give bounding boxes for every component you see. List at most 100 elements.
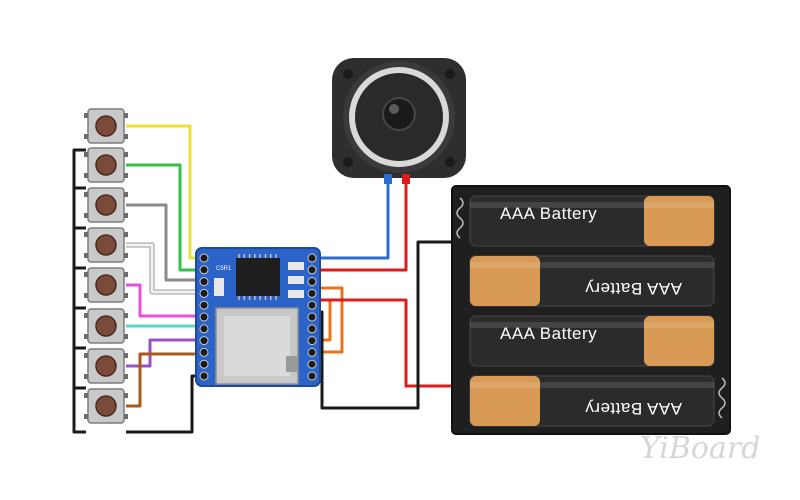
push-button-leg [124,173,128,178]
module-label: C5R1 [216,266,232,272]
module-pin [199,324,209,334]
module-smd-part [214,278,224,296]
push-button-leg [124,313,128,318]
push-button-leg [84,272,88,277]
push-button-leg [124,152,128,157]
battery-cell-shine [470,262,714,268]
module-pin [307,300,317,310]
module-pin [307,288,317,298]
push-button [84,147,128,183]
module-pin [199,336,209,346]
wire-ground-module [126,374,204,434]
battery-spring-top [456,197,464,239]
watermark: YiBoard [640,431,760,466]
push-button-leg [84,213,88,218]
wire-power-red [316,298,456,388]
module-pin [307,253,317,263]
push-buttons [84,108,128,424]
speaker-screw-hole [343,69,353,79]
push-button-cap [95,355,117,377]
module-pin [307,347,317,357]
push-button [84,187,128,223]
push-button-leg [84,334,88,339]
module-pin [199,347,209,357]
push-button-leg [124,293,128,298]
push-button-leg [124,113,128,118]
module-pin [199,265,209,275]
battery-cell: AAA Battery [469,315,715,367]
push-button-leg [124,134,128,139]
module-smd-part [288,290,304,298]
battery-cell-cap [470,256,540,306]
speaker-terminal-plus [402,174,410,184]
module-pin [307,312,317,322]
push-button-leg [84,113,88,118]
push-button-leg [124,334,128,339]
push-button-leg [84,173,88,178]
push-button [84,388,128,424]
push-button-leg [84,293,88,298]
push-button [84,108,128,144]
speaker-screw-hole [343,157,353,167]
wire-speaker-plus [316,178,408,272]
push-button [84,308,128,344]
battery-cell: AAA Battery [469,255,715,307]
push-button-leg [84,393,88,398]
push-button-leg [124,414,128,419]
module-chip-legs [238,254,277,300]
battery-cell-label: AAA Battery [500,204,597,223]
module-pin [199,253,209,263]
push-button-leg [124,272,128,277]
push-button [84,227,128,263]
push-button-cap [95,154,117,176]
module-pins-right [307,253,317,381]
battery-holder-case [451,185,731,435]
speaker-highlight [389,104,399,114]
push-button-leg [124,213,128,218]
push-button-leg [84,253,88,258]
push-button-leg [84,414,88,419]
push-button-leg [84,353,88,358]
module-pin [307,371,317,381]
speaker-screw-hole [445,69,455,79]
ground-rail-wire [72,148,86,434]
push-button-cap [95,315,117,337]
battery-cell-label: AAA Battery [585,279,682,298]
push-button-leg [84,192,88,197]
push-button-leg [124,253,128,258]
battery-cell-label: AAA Battery [500,324,597,343]
speaker-dust-cap [382,97,416,131]
module-smd-part [288,262,304,270]
module-pin [199,312,209,322]
push-button-leg [124,374,128,379]
push-button [84,267,128,303]
battery-cell: AAA Battery [469,195,715,247]
module-pin [307,336,317,346]
battery-cell-shine [470,382,714,388]
battery-cell-label: AAA Battery [585,399,682,418]
wire-speaker-minus [316,178,390,260]
module-pin [199,300,209,310]
push-button-leg [124,192,128,197]
push-button-cap [95,274,117,296]
push-button-cap [95,115,117,137]
wire-button-5 [126,283,204,318]
speaker-terminal-minus [384,174,392,184]
wire-button-8 [126,352,204,408]
module-pin [307,265,317,275]
module-pin [307,277,317,287]
module-chip [236,258,280,296]
battery-spring-bottom [718,377,726,419]
push-button-leg [84,152,88,157]
sd-card-notch [286,356,298,372]
push-button [84,348,128,384]
module-pin [307,324,317,334]
push-button-cap [95,395,117,417]
push-button-cap [95,234,117,256]
push-button-leg [84,232,88,237]
wire-module-loop [316,286,344,354]
wire-power-black [316,240,456,410]
